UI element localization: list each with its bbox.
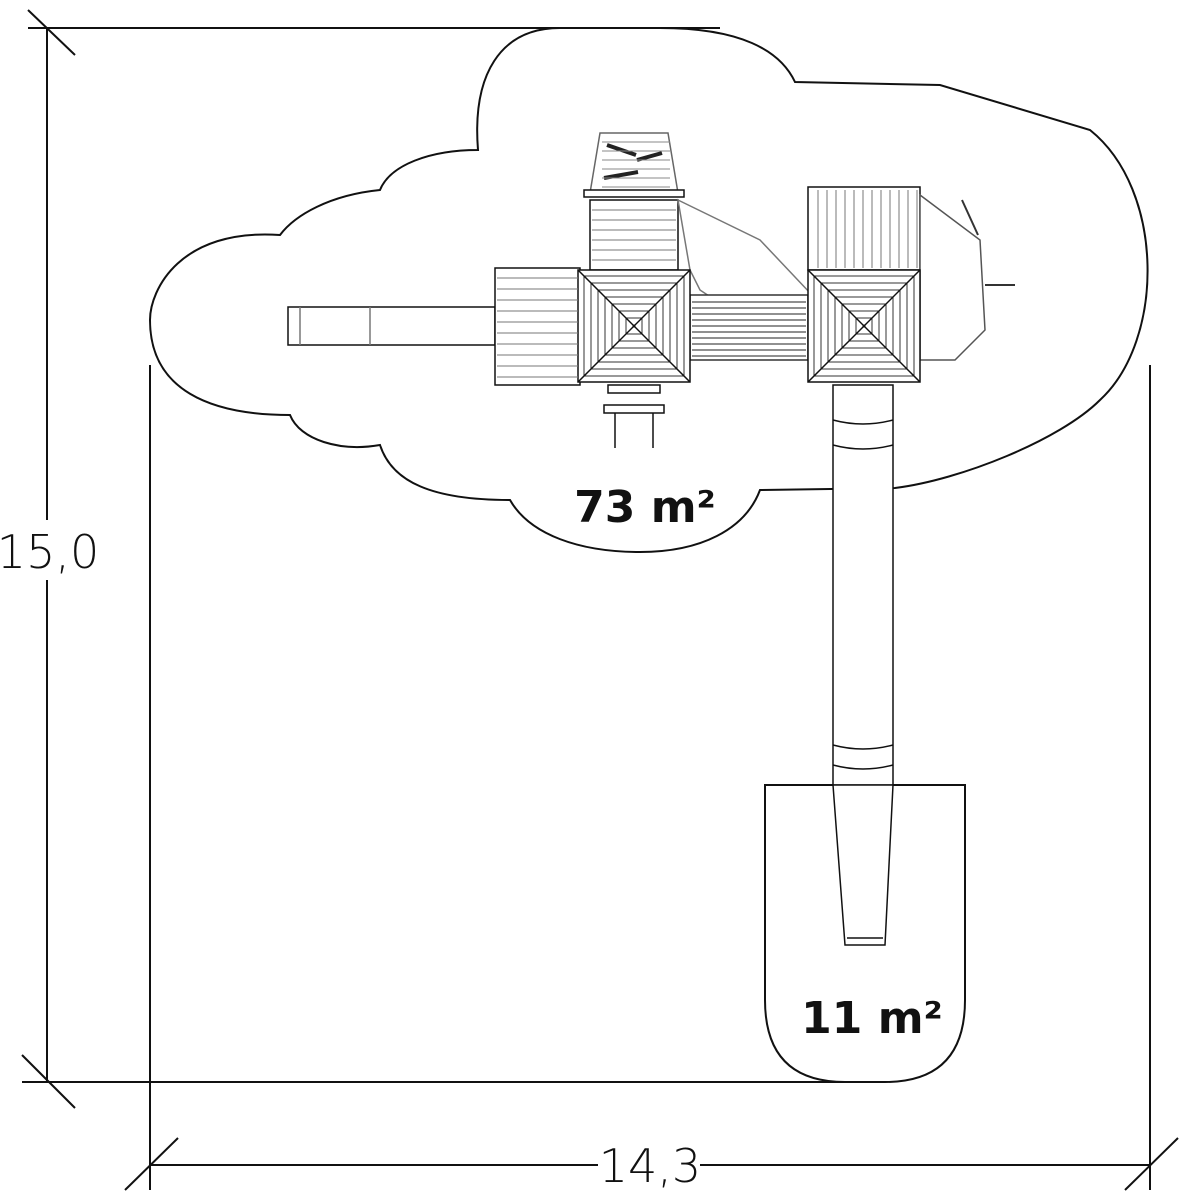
side-slide bbox=[287, 306, 496, 346]
hatch-line bbox=[577, 269, 691, 383]
hatch-line bbox=[807, 269, 921, 383]
height-label: 15,0 bbox=[0, 525, 99, 579]
tick-bottom bbox=[21, 1054, 76, 1109]
bottom-step bbox=[603, 384, 665, 448]
main-area-label: 73 m² bbox=[574, 482, 716, 533]
play-structure bbox=[287, 132, 1015, 946]
dimension-lines bbox=[21, 9, 1179, 1191]
ramp-bridge bbox=[677, 198, 813, 362]
tube-slide bbox=[832, 384, 894, 946]
tick-top bbox=[27, 9, 76, 56]
side-deck bbox=[494, 267, 581, 386]
tick-left bbox=[124, 1137, 179, 1191]
slide-area-label: 11 m² bbox=[801, 993, 943, 1044]
safety-zone-slide bbox=[764, 784, 966, 1083]
tower-roof-right bbox=[807, 269, 921, 383]
tower-roof-left bbox=[577, 269, 691, 383]
tick-right bbox=[1124, 1137, 1179, 1191]
hexagonal-platform bbox=[919, 193, 986, 361]
upper-deck bbox=[589, 199, 679, 271]
safety-zone-main bbox=[148, 27, 1149, 554]
roof-deck bbox=[807, 186, 921, 271]
net-bridge bbox=[692, 301, 806, 357]
width-label: 14,3 bbox=[599, 1139, 701, 1193]
